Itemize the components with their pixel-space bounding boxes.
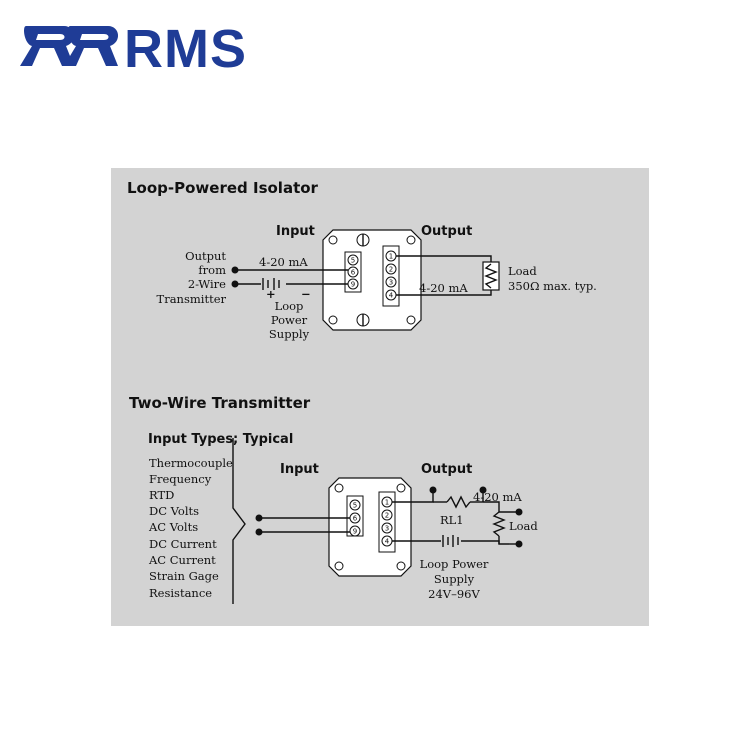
load-resistor-icon	[484, 263, 498, 289]
svg-text:24V–96V: 24V–96V	[428, 587, 480, 601]
logo-text: RMS	[124, 22, 247, 70]
svg-text:2-Wire: 2-Wire	[188, 277, 226, 291]
diagram1-title: Loop-Powered Isolator	[127, 179, 319, 197]
svg-text:4: 4	[385, 538, 390, 546]
rl1-resistor-icon	[446, 495, 471, 509]
battery-minus-sign: −	[301, 287, 311, 301]
diagram2-input-terminals: 5 6 9	[349, 499, 361, 537]
svg-text:Strain Gage: Strain Gage	[149, 569, 219, 583]
svg-text:AC Volts: AC Volts	[148, 520, 198, 534]
svg-text:3: 3	[389, 279, 393, 287]
rl1-label: RL1	[440, 513, 464, 527]
diagram1-input-terminals: 5 6 9	[347, 254, 359, 290]
diagram1-input-wiring	[231, 266, 348, 290]
diagram2-output-header: Output	[421, 462, 472, 477]
svg-text:4: 4	[389, 292, 394, 300]
input-types-brace	[232, 438, 246, 604]
diagram2-title: Two-Wire Transmitter	[129, 394, 311, 412]
rms-logo: RMS	[20, 22, 247, 70]
svg-text:1: 1	[385, 499, 389, 507]
load-resistor-icon-2	[492, 511, 506, 537]
diagram2-output-wiring	[392, 486, 523, 548]
svg-text:Loop: Loop	[275, 299, 304, 313]
logo-mark-icon	[20, 26, 119, 66]
battery-plus-sign: +	[266, 287, 276, 301]
loop-power-battery-icon	[262, 278, 280, 290]
diagram1-output-terminals: 1 2 3 4	[385, 250, 397, 301]
svg-text:Supply: Supply	[434, 572, 475, 586]
diagram2-output-current: 4-20 mA	[473, 490, 522, 504]
input-types-list: Thermocouple Frequency RTD DC Volts AC V…	[148, 456, 233, 600]
svg-text:Supply: Supply	[269, 327, 310, 341]
svg-text:6: 6	[353, 515, 358, 523]
svg-text:1: 1	[389, 253, 393, 261]
svg-text:from: from	[198, 263, 226, 277]
svg-text:Loop Power: Loop Power	[420, 557, 489, 571]
diagram1-output-header: Output	[421, 224, 472, 239]
svg-text:3: 3	[385, 525, 389, 533]
svg-text:Frequency: Frequency	[149, 472, 212, 486]
diagram2-module	[328, 477, 412, 577]
diagram1-load-rating: 350Ω max. typ.	[508, 279, 597, 293]
svg-text:AC Current: AC Current	[148, 553, 216, 567]
diagram1-supply-label: Loop Power Supply	[269, 299, 310, 341]
svg-text:Transmitter: Transmitter	[157, 292, 227, 306]
svg-text:Output: Output	[185, 249, 226, 263]
svg-text:RTD: RTD	[149, 488, 174, 502]
input-types-header: Input Types; Typical	[148, 432, 293, 447]
svg-text:Thermocouple: Thermocouple	[149, 456, 233, 470]
diagram1-input-header: Input	[276, 224, 315, 239]
diagram1-input-current: 4-20 mA	[259, 255, 308, 269]
diagram1-source-label: Output from 2-Wire Transmitter	[157, 249, 227, 306]
svg-text:6: 6	[351, 269, 356, 277]
svg-text:5: 5	[351, 257, 355, 265]
svg-text:Resistance: Resistance	[149, 586, 212, 600]
svg-text:DC Volts: DC Volts	[149, 504, 199, 518]
svg-text:Power: Power	[271, 313, 308, 327]
diagram1-module	[322, 229, 422, 331]
svg-text:9: 9	[351, 281, 355, 289]
svg-text:5: 5	[353, 502, 357, 510]
diagram1-load-label: Load	[508, 264, 537, 278]
svg-text:2: 2	[389, 266, 393, 274]
diagram2-input-header: Input	[280, 462, 319, 477]
svg-text:2: 2	[385, 512, 389, 520]
supply-battery-icon	[442, 535, 459, 547]
diagram2-input-wiring	[255, 514, 350, 536]
diagram1-output-wiring	[396, 255, 500, 296]
diagram2-output-terminals: 1 2 3 4	[381, 496, 393, 547]
diagram2-load-label: Load	[509, 519, 538, 533]
diagram2-supply-label: Loop Power Supply 24V–96V	[420, 557, 489, 601]
wiring-diagram-panel: Loop-Powered Isolator Input Output Outpu…	[111, 168, 649, 626]
diagram1-output-current: 4-20 mA	[419, 281, 468, 295]
svg-text:9: 9	[353, 528, 357, 536]
svg-text:DC Current: DC Current	[149, 537, 217, 551]
